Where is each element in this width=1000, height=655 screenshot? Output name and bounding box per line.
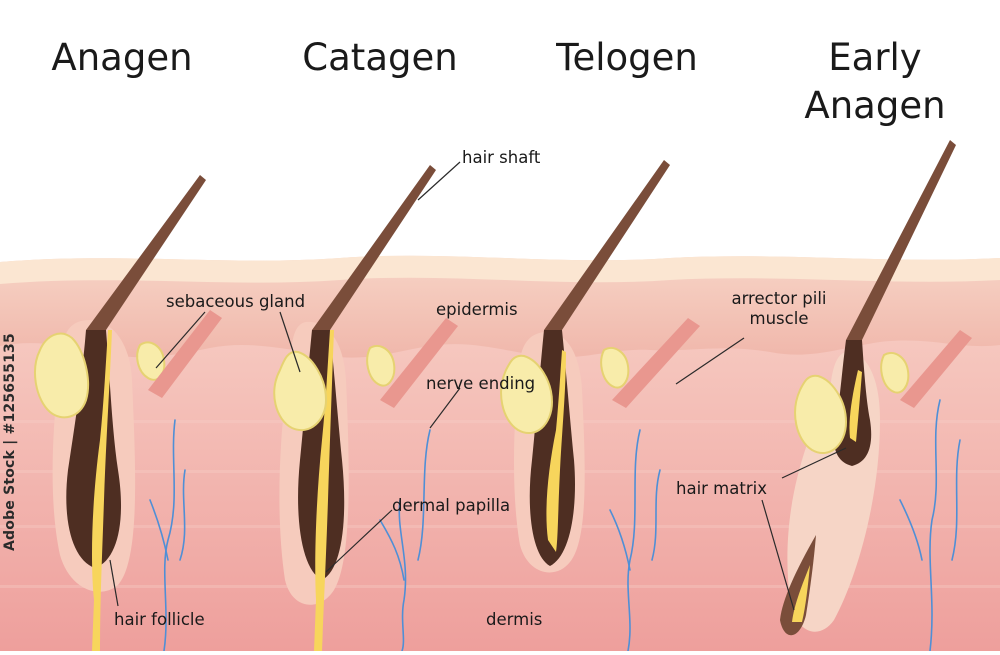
catagen-follicle — [273, 165, 458, 651]
stage-title-telogen: Telogen — [556, 36, 698, 79]
anagen-follicle — [34, 175, 222, 651]
stage-title-catagen: Catagen — [302, 36, 458, 79]
stage-title-early-anagen: Early Anagen — [804, 36, 946, 128]
label-hair-matrix: hair matrix — [676, 479, 767, 498]
skin-surface — [0, 255, 1000, 284]
dermis-bands — [0, 420, 1000, 588]
stage-title-anagen: Anagen — [51, 36, 193, 79]
telogen-follicle — [500, 160, 700, 573]
nerve-fibers — [149, 399, 961, 652]
label-hair-shaft: hair shaft — [462, 148, 541, 167]
stock-credit-text: Adobe Stock | #125655135 — [2, 333, 18, 551]
label-arrector-pili-muscle: arrector pili muscle — [731, 289, 827, 328]
label-hair-follicle: hair follicle — [114, 610, 205, 629]
label-sebaceous-gland: sebaceous gland — [166, 292, 306, 311]
label-epidermis: epidermis — [436, 300, 518, 319]
label-dermis: dermis — [486, 610, 543, 629]
label-dermal-papilla: dermal papilla — [392, 496, 511, 515]
early-anagen-follicle — [780, 140, 972, 636]
label-nerve-ending: nerve ending — [426, 374, 536, 393]
label-leader-lines — [109, 161, 847, 611]
